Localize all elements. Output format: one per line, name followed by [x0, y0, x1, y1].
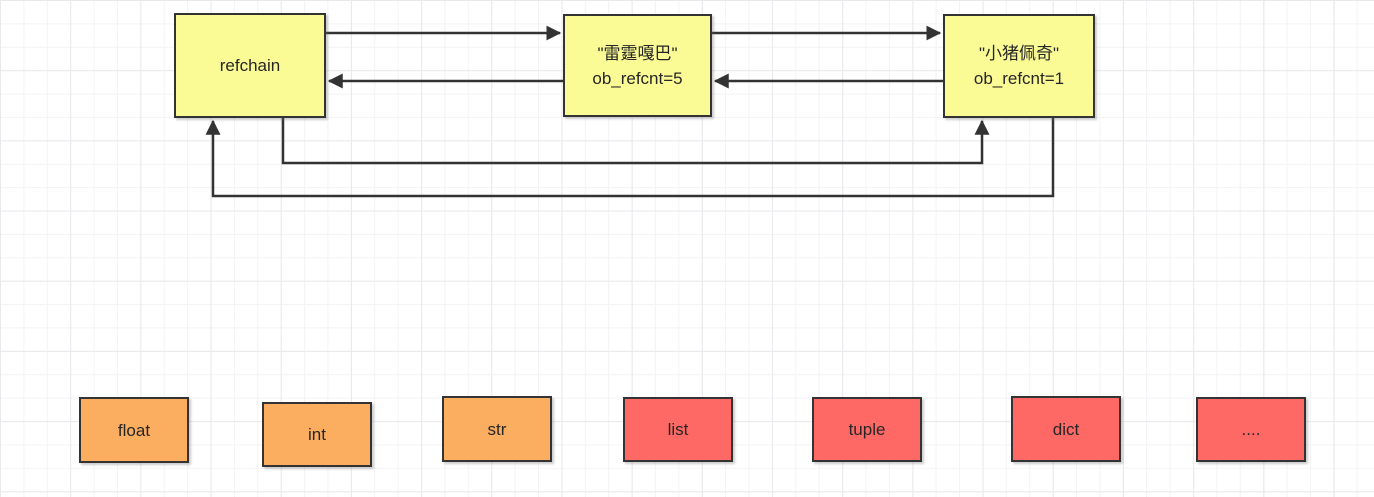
node-int: int	[262, 402, 372, 467]
node-list: list	[623, 397, 733, 462]
node-list-label: list	[667, 420, 689, 439]
node-int-label: int	[308, 425, 326, 444]
node-float: float	[79, 397, 189, 463]
node-refchain: refchain	[174, 13, 326, 118]
node-xiaozhu-peiqi-label: "小猪佩奇"	[978, 44, 1060, 63]
node-leiting-gaba-label: "雷霆嘎巴"	[597, 43, 678, 63]
node-str: str	[442, 396, 552, 462]
node-dict: dict	[1011, 396, 1121, 462]
node-tuple-label: tuple	[848, 420, 886, 439]
node-xiaozhu-peiqi-label: ob_refcnt=1	[973, 69, 1065, 88]
node-str-label: str	[487, 419, 507, 439]
node-others: ....	[1196, 397, 1306, 462]
node-tuple: tuple	[812, 397, 922, 462]
node-refchain-label: refchain	[219, 56, 281, 75]
node-dict-label: dict	[1052, 419, 1080, 439]
node-xiaozhu-peiqi: "小猪佩奇" ob_refcnt=1	[943, 14, 1095, 118]
node-leiting-gaba-label: ob_refcnt=5	[592, 68, 683, 88]
node-leiting-gaba: "雷霆嘎巴" ob_refcnt=5	[563, 14, 712, 117]
edge-xiaozhu-to-refchain-bottom	[205, 118, 1055, 198]
edge-refchain-to-xiaozhu-bottom	[281, 118, 990, 165]
node-float-label: float	[117, 420, 151, 440]
node-others-label: ....	[1241, 420, 1261, 439]
